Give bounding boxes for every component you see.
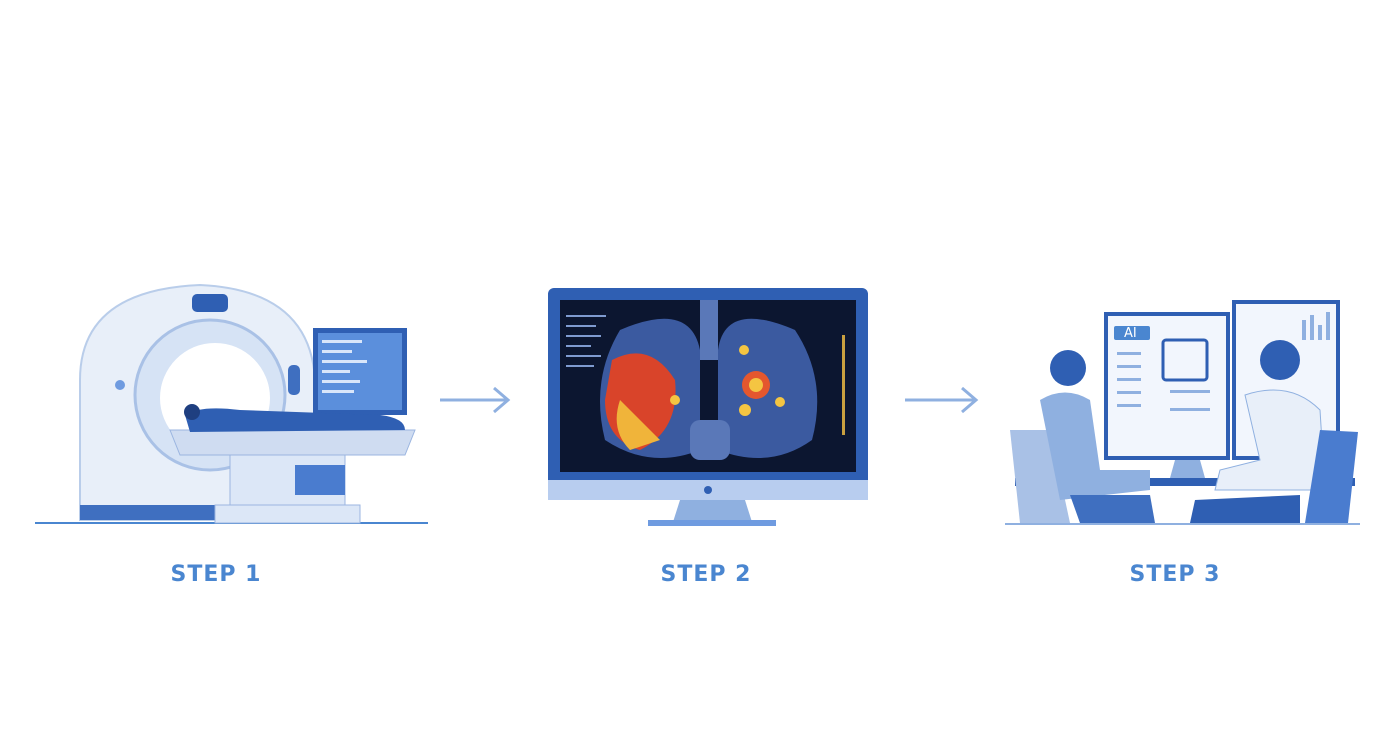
desk (1015, 478, 1355, 486)
patient (185, 408, 405, 432)
woman-clinician (1050, 350, 1086, 386)
ct-scanner-scene (35, 283, 428, 524)
clinicians-review-scene: AI (1005, 300, 1360, 525)
lung-scan-monitor (548, 288, 868, 526)
ai-badge-label: AI (1124, 326, 1137, 341)
step-3-label: STEP 3 (1129, 562, 1221, 587)
scanner-logo-badge (192, 294, 228, 312)
step-2-label: STEP 2 (660, 562, 752, 587)
man-clinician (1260, 340, 1300, 380)
clipboard-icon (1161, 338, 1209, 382)
arrow-right-icon (905, 386, 979, 414)
step-1-label: STEP 1 (170, 562, 262, 587)
ai-badge (1114, 326, 1150, 340)
patient-table (169, 429, 416, 456)
chair-right (1305, 430, 1358, 523)
arrow-right-icon (440, 386, 511, 414)
